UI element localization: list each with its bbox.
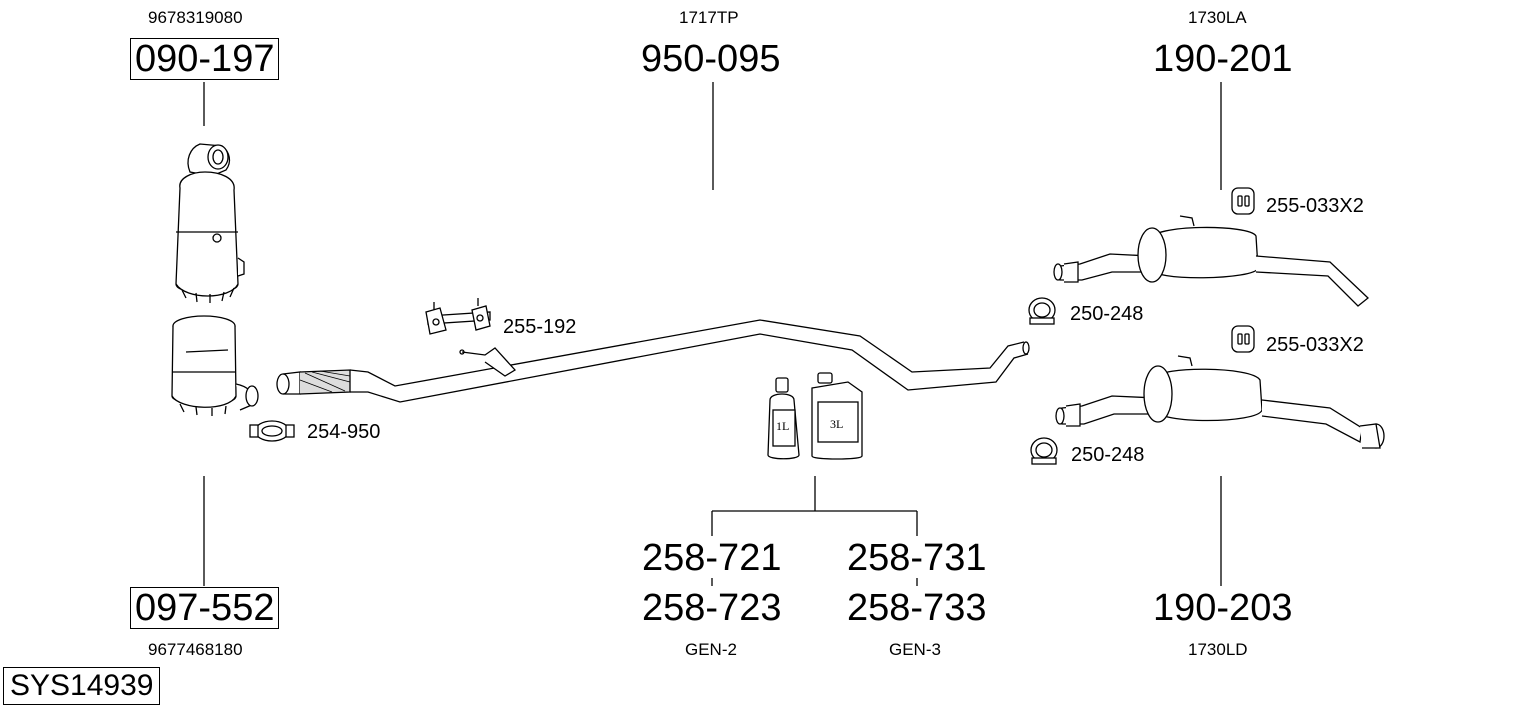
fluid-left-name: GEN-2 xyxy=(685,640,737,659)
centre-pipe-part-number[interactable]: 950-095 xyxy=(641,38,781,80)
system-id: SYS14939 xyxy=(3,667,161,705)
rear-bottom-oem: 1730LD xyxy=(1188,640,1248,659)
rubber-mount-bottom-icon xyxy=(1231,325,1255,353)
clamp-front-icon xyxy=(249,420,295,442)
fluid-right-name: GEN-3 xyxy=(889,640,941,659)
fluid-canister-label: 3L xyxy=(830,417,844,431)
clamp-front-part-number[interactable]: 254-950 xyxy=(307,421,381,443)
leader-fluids xyxy=(711,476,918,586)
rear-silencer-bottom-icon xyxy=(1055,355,1385,449)
clamp-top-icon xyxy=(1028,297,1056,325)
clamp-bottom-part-number[interactable]: 250-248 xyxy=(1071,444,1145,466)
catalyst-bottom-oem: 9677468180 xyxy=(148,640,243,659)
rear-silencer-top-icon xyxy=(1053,215,1369,307)
catalyst-upper-icon xyxy=(175,143,245,303)
rubber-mount-top-icon xyxy=(1231,187,1255,215)
catalyst-lower-icon xyxy=(171,315,259,416)
centre-pipe-icon xyxy=(276,319,1030,403)
centre-pipe-oem: 1717TP xyxy=(679,8,739,27)
clamp-bottom-icon xyxy=(1030,437,1058,465)
fluid-right-part-b[interactable]: 258-733 xyxy=(847,587,987,629)
fluid-right-part-a[interactable]: 258-731 xyxy=(847,537,987,579)
hanger-bracket-icon xyxy=(425,298,491,335)
rubber-top-part-number[interactable]: 255-033X2 xyxy=(1266,195,1364,217)
fluid-bottle-label: 1L xyxy=(776,419,790,433)
catalyst-top-part-number[interactable]: 090-197 xyxy=(130,38,280,80)
hanger-bracket-part-number[interactable]: 255-192 xyxy=(503,316,577,338)
rear-top-oem: 1730LA xyxy=(1188,8,1247,27)
clamp-top-part-number[interactable]: 250-248 xyxy=(1070,303,1144,325)
fluid-bottle-1l-icon xyxy=(767,377,800,460)
catalyst-top-oem: 9678319080 xyxy=(148,8,243,27)
rear-top-part-number[interactable]: 190-201 xyxy=(1153,38,1293,80)
rear-bottom-part-number[interactable]: 190-203 xyxy=(1153,587,1293,629)
catalyst-bottom-part-number[interactable]: 097-552 xyxy=(130,587,280,629)
fluid-left-part-b[interactable]: 258-723 xyxy=(642,587,782,629)
rubber-bottom-part-number[interactable]: 255-033X2 xyxy=(1266,334,1364,356)
fluid-left-part-a[interactable]: 258-721 xyxy=(642,537,782,579)
fluid-canister-3l-icon xyxy=(811,372,863,460)
